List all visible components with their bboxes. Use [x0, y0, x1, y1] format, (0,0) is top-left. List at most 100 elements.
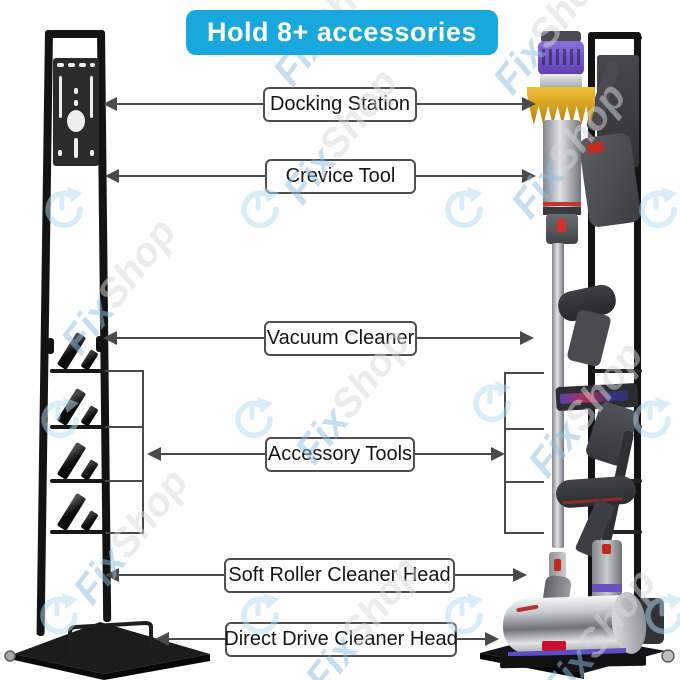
stand-rung	[592, 369, 642, 373]
callout-label: Accessory Tools	[265, 437, 415, 472]
mini-motorized-tool	[555, 382, 639, 412]
right-stand-top-bar	[588, 32, 642, 39]
right-bracket-tick	[506, 428, 544, 430]
plate-dot	[74, 100, 78, 106]
plate-detail	[90, 63, 95, 67]
callout-label: Soft Roller Cleaner Head	[224, 558, 455, 593]
red-accent	[554, 559, 561, 571]
accessory-hook	[56, 491, 102, 533]
left-bracket-tick	[105, 480, 144, 482]
left-stand-top-bar	[45, 30, 105, 38]
callout-text: Soft Roller Cleaner Head	[228, 564, 451, 586]
pole-connector	[96, 336, 103, 352]
left-bracket-tick	[105, 426, 144, 428]
red-accent	[516, 604, 539, 613]
pole-connector	[47, 338, 54, 354]
right-bracket-tick	[506, 372, 544, 374]
left-bracket-vertical	[142, 370, 144, 534]
plate-detail	[68, 63, 75, 67]
vacuum-top-cap	[541, 31, 581, 43]
callout-line	[115, 103, 263, 105]
arrow-right-icon	[485, 632, 499, 646]
callout-line	[415, 453, 492, 455]
base-wheel	[661, 649, 675, 663]
wand-latch	[549, 552, 566, 578]
left-bracket-tick	[105, 370, 144, 372]
callout-text: Vacuum Cleaner	[266, 327, 415, 349]
callout-text: Direct Drive Cleaner Head	[224, 628, 458, 650]
right-bracket-tick	[506, 481, 544, 483]
stand-rung	[50, 530, 104, 534]
mini-roller-strip	[559, 390, 629, 404]
callout-line	[115, 337, 264, 339]
callout-label: Vacuum Cleaner	[264, 321, 417, 356]
callout-text: Accessory Tools	[267, 443, 413, 465]
callout-text: Docking Station	[269, 93, 411, 115]
stand-rung	[592, 530, 642, 534]
left-bracket-tick	[105, 532, 144, 534]
callout-line	[457, 638, 486, 640]
callout-text: Crevice Tool	[285, 165, 396, 187]
arrow-left-icon	[103, 97, 117, 111]
plate-detail	[79, 63, 86, 67]
arrow-left-icon	[103, 331, 117, 345]
plate-dot	[74, 88, 78, 94]
accessory-hook	[56, 386, 102, 428]
arrow-left-icon	[105, 169, 119, 183]
callout-line	[417, 337, 521, 339]
callout-line	[159, 453, 265, 455]
vacuum-trigger-block	[546, 214, 578, 244]
plate-dot	[90, 150, 94, 156]
arrow-left-icon	[105, 568, 119, 582]
arrow-right-icon	[522, 97, 536, 111]
base-plate-top	[14, 622, 210, 674]
callout-line	[417, 103, 523, 105]
callout-line	[117, 175, 265, 177]
bin-base-band	[543, 207, 581, 215]
callout-docking-station: Docking Station	[0, 87, 680, 122]
callout-line	[416, 175, 523, 177]
callout-accessory-tools: Accessory Tools	[0, 437, 680, 472]
plate-slot	[90, 76, 93, 118]
red-accent	[586, 141, 604, 154]
base-plate-edge	[14, 654, 104, 680]
left-stand-mount-plate	[53, 58, 99, 166]
plate-dot	[58, 150, 62, 156]
callout-crevice-tool: Crevice Tool	[0, 159, 680, 194]
red-accent	[602, 544, 611, 554]
right-stand-pole-rear	[634, 32, 641, 650]
cyclone-vents	[542, 49, 580, 65]
plate-detail	[57, 63, 64, 67]
right-bracket-vertical	[504, 372, 506, 534]
callout-line	[117, 574, 224, 576]
banner: Hold 8+ accessories	[186, 10, 498, 55]
arrow-right-icon	[513, 568, 527, 582]
stand-rung	[50, 369, 104, 373]
hook-tip	[80, 510, 99, 532]
arrow-right-icon	[522, 169, 536, 183]
base-foot	[4, 650, 16, 662]
vacuum-cyclone-purple	[538, 41, 584, 75]
red-accent	[562, 497, 623, 505]
callout-vacuum-cleaner: Vacuum Cleaner	[0, 321, 680, 356]
callout-label: Direct Drive Cleaner Head	[224, 622, 458, 657]
right-bracket-tick	[506, 532, 544, 534]
plate-slot	[59, 76, 62, 118]
right-stand-with-vacuum	[450, 0, 680, 680]
head-red-badge	[542, 641, 566, 651]
vacuum-silver-ring	[540, 74, 582, 89]
arrow-left-icon	[147, 447, 161, 461]
stand-rung	[50, 479, 104, 483]
red-accent	[557, 219, 566, 232]
purple-band	[592, 584, 622, 592]
arrow-right-icon	[520, 331, 534, 345]
callout-line	[167, 638, 225, 640]
bin-red-band	[543, 202, 581, 206]
callout-line	[455, 574, 514, 576]
plate-slot	[74, 138, 78, 158]
callout-soft-roller-head: Soft Roller Cleaner Head	[0, 558, 680, 593]
base-plate-edge	[104, 654, 210, 680]
callout-direct-drive-head: Direct Drive Cleaner Head	[0, 622, 680, 657]
arrow-left-icon	[155, 632, 169, 646]
